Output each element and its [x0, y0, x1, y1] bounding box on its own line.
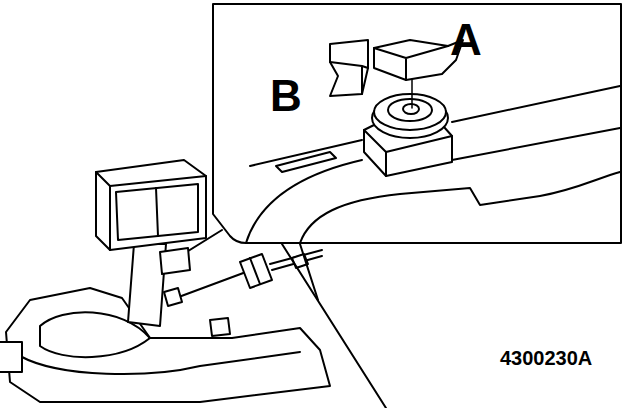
clip-half [330, 62, 368, 94]
part-letter: A [450, 18, 482, 62]
cable [176, 272, 246, 298]
housing-plate [250, 140, 362, 166]
slot [276, 152, 336, 172]
bracket [385, 152, 387, 176]
clip-half [374, 46, 448, 80]
bushing [388, 99, 432, 121]
panel-edge [282, 244, 386, 408]
figure-number: 4300230A [500, 348, 592, 368]
panel-edge [300, 244, 318, 300]
lever-button [156, 188, 158, 236]
housing-plate [452, 128, 620, 160]
guide-line [411, 76, 413, 108]
inset-frame [213, 4, 621, 243]
housing-plate [452, 86, 620, 122]
console-tab [0, 342, 22, 372]
cable-end [164, 288, 182, 306]
console [6, 288, 330, 402]
pivot [160, 248, 190, 274]
housing-plate [246, 160, 362, 243]
clip-half [374, 40, 463, 80]
bushing-hole [403, 104, 419, 114]
housing-plate [300, 172, 620, 243]
adjuster [250, 258, 260, 284]
console-tab [210, 318, 230, 336]
adjuster [240, 254, 272, 288]
part-letter: B [270, 74, 302, 118]
bushing [374, 94, 446, 130]
clip-half [330, 40, 368, 96]
console [20, 352, 300, 374]
lever-handle [96, 160, 206, 250]
lever-button [116, 184, 198, 240]
lever-handle [96, 172, 206, 250]
